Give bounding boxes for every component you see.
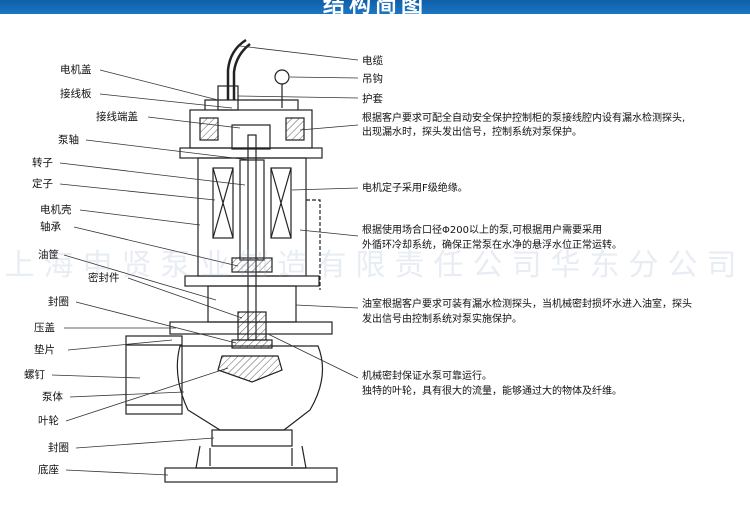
- note-oil-1: 油室根据客户要求可装有漏水检测探头，当机械密封损坏水进入油室，探头: [362, 299, 692, 310]
- header-bar: [0, 0, 750, 14]
- label-bearing: 轴承: [40, 221, 61, 233]
- label-seal-ring: 封圈: [48, 296, 69, 308]
- label-oil-chamber: 油筐: [38, 249, 59, 261]
- label-gland: 压盖: [34, 322, 55, 334]
- outlet-drawing: [125, 335, 183, 415]
- watermark: 上海申贤泵业制造有限责任公司华东分公司: [4, 248, 746, 283]
- label-bolt: 螺钉: [24, 369, 45, 381]
- label-hook: 吊钩: [362, 73, 383, 85]
- label-pump-body: 泵体: [42, 391, 63, 403]
- note-stator-f: 电机定子采用F级绝缘。: [362, 183, 468, 194]
- label-terminal-board: 接线板: [60, 88, 92, 100]
- mech-seal-drawing: [237, 311, 267, 341]
- note-protection-2: 出现漏水时，探头发出信号，控制系统对泵保护。: [362, 127, 582, 138]
- label-gasket: 垫片: [34, 344, 55, 356]
- label-base: 底座: [38, 464, 59, 476]
- cooling-pipe-drawing: [306, 199, 321, 290]
- note-cooling-1: 根据使用场合口径Φ200以上的泵,可根据用户需要采用: [362, 225, 603, 236]
- impeller-drawing: [217, 355, 283, 383]
- label-seal-ring-2: 封圈: [48, 442, 69, 454]
- note-protection-1: 根据客户要求可配全自动安全保护控制柜的泵接线腔内设有漏水检测探头,: [362, 113, 686, 124]
- shaft-drawing: [247, 134, 257, 341]
- bearing-drawing: [231, 257, 273, 273]
- label-impeller: 叶轮: [38, 415, 59, 427]
- note-oil-2: 发出信号由控制系统对泵实施保护。: [362, 314, 522, 325]
- cable-drawing: [226, 38, 247, 100]
- label-motor-housing: 电机壳: [40, 204, 72, 216]
- note-seal-1: 机械密封保证水泵可靠运行。: [362, 371, 492, 382]
- label-pump-shaft: 泵轴: [58, 134, 79, 146]
- stator-left-drawing: [212, 167, 234, 239]
- label-motor-cover: 电机盖: [60, 64, 92, 76]
- page-title: 结构简图: [322, 0, 427, 14]
- note-seal-2: 独特的叶轮，具有很大的流量，能够通过大的物体及纤维。: [362, 386, 622, 397]
- label-mech-seal: 密封件: [88, 272, 120, 284]
- note-cooling-2: 外循环冷却系统，确保正常泵在水净的悬浮水位正常运转。: [362, 240, 622, 251]
- label-terminal-cap: 接线端盖: [96, 111, 138, 123]
- header: 结构简图: [0, 0, 750, 14]
- label-cable: 电缆: [362, 55, 383, 67]
- base-drawing: [195, 445, 307, 469]
- motor-cap-drawing: [204, 99, 299, 110]
- stator-right-drawing: [270, 167, 292, 239]
- pump-drawing: [125, 38, 338, 483]
- hook-drawing: [274, 69, 290, 85]
- label-sleeve: 护套: [362, 93, 383, 105]
- label-rotor: 转子: [32, 157, 53, 169]
- leader-lines: [51, 45, 359, 476]
- label-stator: 定子: [32, 178, 53, 190]
